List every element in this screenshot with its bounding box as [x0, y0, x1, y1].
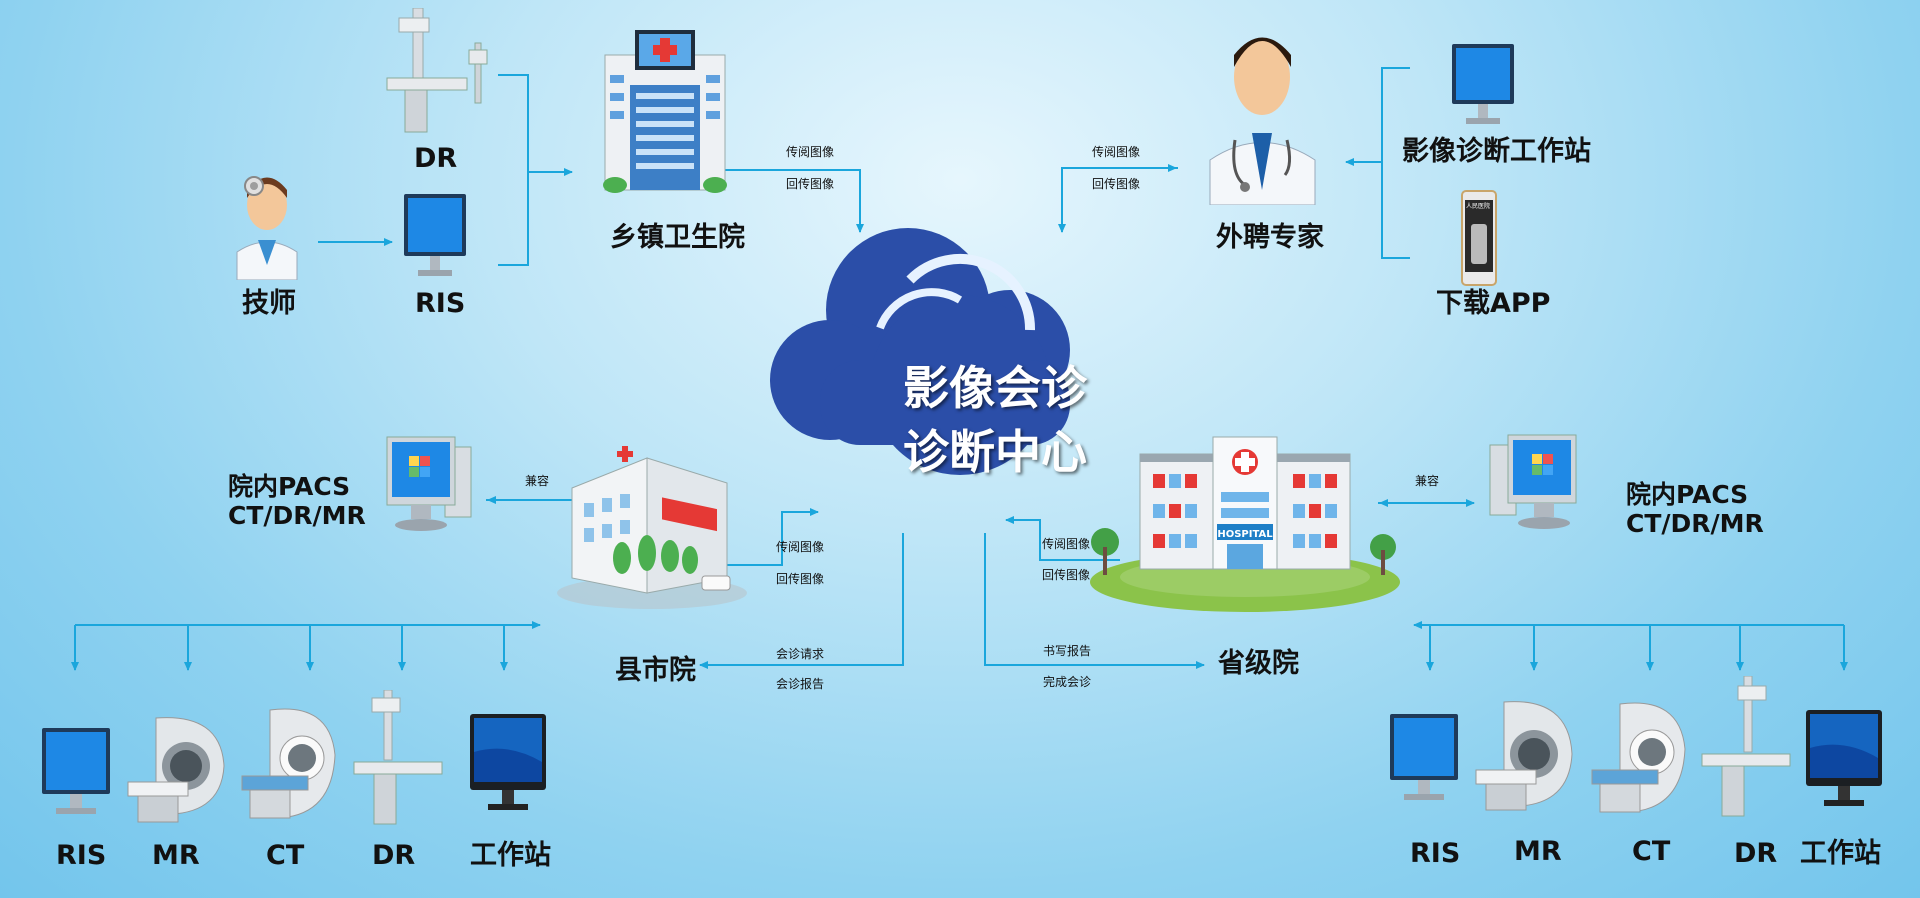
dr-machine-icon [1701, 676, 1791, 817]
mr-scanner-icon [1475, 701, 1573, 811]
county-hospital-label: 县市院 [615, 655, 696, 686]
computer-icon [386, 436, 472, 531]
expert-return-tag: 回传图像 [1092, 177, 1141, 191]
dr-machine-icon [353, 690, 443, 825]
technician-label: 技师 [242, 288, 296, 319]
provincial-write-tag: 书写报告 [1043, 644, 1092, 658]
county-report-tag: 会诊报告 [776, 677, 825, 691]
device-label: DR [372, 840, 416, 871]
left-pacs-label: 院内PACS CT/DR/MR [228, 472, 366, 531]
provincial-return-tag: 回传图像 [1042, 568, 1091, 582]
imaging-workstation-label: 影像诊断工作站 [1402, 136, 1591, 167]
device-label: MR [1514, 836, 1562, 867]
doctor-icon [1209, 37, 1316, 205]
app-screen-title: 人民医院 [1466, 203, 1491, 210]
computer-icon [1489, 434, 1577, 529]
right-compatible-tag: 兼容 [1415, 474, 1440, 488]
external-expert-label: 外聘专家 [1216, 222, 1324, 253]
township-hospital-label: 乡镇卫生院 [610, 222, 745, 253]
township-upload-tag: 传阅图像 [786, 145, 835, 159]
phone-icon: 人民医院 [1461, 190, 1497, 286]
mr-scanner-icon [127, 717, 225, 823]
county-upload-tag: 传阅图像 [776, 540, 825, 554]
arrow-prov-cloud [1005, 516, 1120, 561]
device-label: 工作站 [470, 840, 551, 871]
expert-upload-tag: 传阅图像 [1092, 145, 1141, 159]
device-label: RIS [1410, 838, 1461, 869]
county-request-tag: 会诊请求 [776, 647, 825, 661]
device-label: RIS [56, 840, 107, 871]
phone-screen: 人民医院 [1465, 200, 1493, 272]
ct-scanner-icon [1591, 702, 1686, 813]
device-label: MR [152, 840, 200, 871]
arrow-cloud-county [699, 533, 904, 669]
device-label: CT [266, 840, 305, 871]
ct-scanner-icon [241, 708, 336, 819]
download-app-label: 下载APP [1436, 288, 1551, 319]
dr-top-label: DR [414, 143, 458, 174]
center-title-line2: 诊断中心 [903, 425, 1087, 479]
right-pacs-line1: 院内PACS [1626, 480, 1749, 509]
provincial-hospital-icon [1090, 436, 1400, 612]
dr-machine-icon [386, 8, 488, 133]
workstation-monitor-icon [1806, 710, 1882, 806]
technician-icon [236, 176, 298, 280]
arrow-township-cloud [720, 169, 864, 233]
monitor-icon [404, 194, 466, 276]
right-pacs-label: 院内PACS CT/DR/MR [1626, 480, 1764, 539]
ris-monitor-icon [1390, 714, 1458, 800]
monitor-icon [1452, 44, 1514, 124]
bracket-dr-ris [498, 74, 529, 266]
center-title-line1: 影像会诊 [903, 361, 1087, 415]
ris-top-label: RIS [415, 288, 466, 319]
arrow-cloud-prov [984, 533, 1205, 669]
provincial-complete-tag: 完成会诊 [1043, 675, 1092, 689]
county-return-tag: 回传图像 [776, 572, 825, 586]
township-hospital-icon [603, 30, 727, 193]
ris-monitor-icon [42, 728, 110, 814]
workstation-monitor-icon [470, 714, 546, 810]
hospital-sign: HOSPITAL [1217, 529, 1273, 540]
center-title: 影像会诊 诊断中心 [900, 356, 1090, 484]
arrow-county-cloud [700, 508, 819, 566]
cloud-icon [770, 228, 1070, 475]
county-hospital-icon [557, 446, 747, 609]
device-label: 工作站 [1800, 838, 1881, 869]
provincial-upload-tag: 传阅图像 [1042, 537, 1091, 551]
provincial-hospital-label: 省级院 [1218, 648, 1299, 679]
left-compatible-tag: 兼容 [525, 474, 550, 488]
township-return-tag: 回传图像 [786, 177, 835, 191]
left-pacs-line1: 院内PACS [228, 472, 351, 501]
device-label: DR [1734, 838, 1778, 869]
left-pacs-line2: CT/DR/MR [228, 500, 366, 530]
device-label: CT [1632, 836, 1671, 867]
right-pacs-line2: CT/DR/MR [1626, 508, 1764, 538]
